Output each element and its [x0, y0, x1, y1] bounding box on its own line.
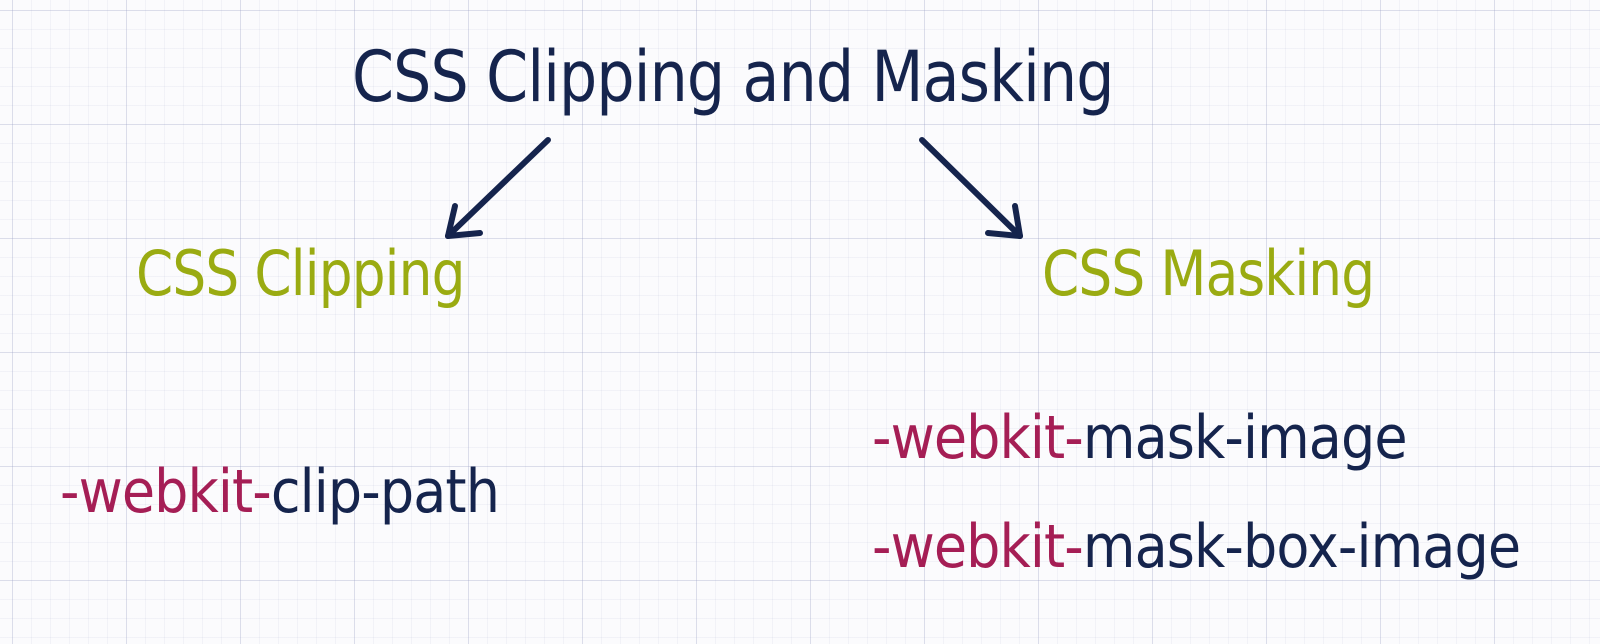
- property-name: clip-path: [270, 457, 500, 527]
- arrow-down-left-icon: [445, 137, 551, 239]
- vendor-prefix: -webkit-: [872, 403, 1084, 473]
- vendor-prefix: -webkit-: [872, 512, 1084, 582]
- property-name: mask-image: [1082, 403, 1408, 473]
- property-mask-box-image: -webkit-mask-box-image: [872, 517, 1521, 577]
- diagram-title: CSS Clipping and Masking: [352, 36, 1114, 118]
- property-mask-image: -webkit-mask-image: [872, 408, 1408, 468]
- branch-label-masking: CSS Masking: [1042, 237, 1375, 310]
- property-clip-path: -webkit-clip-path: [60, 462, 500, 522]
- arrow-down-right-icon: [919, 137, 1023, 239]
- property-name: mask-box-image: [1082, 512, 1521, 582]
- vendor-prefix: -webkit-: [60, 457, 272, 527]
- branch-label-clipping: CSS Clipping: [136, 237, 465, 310]
